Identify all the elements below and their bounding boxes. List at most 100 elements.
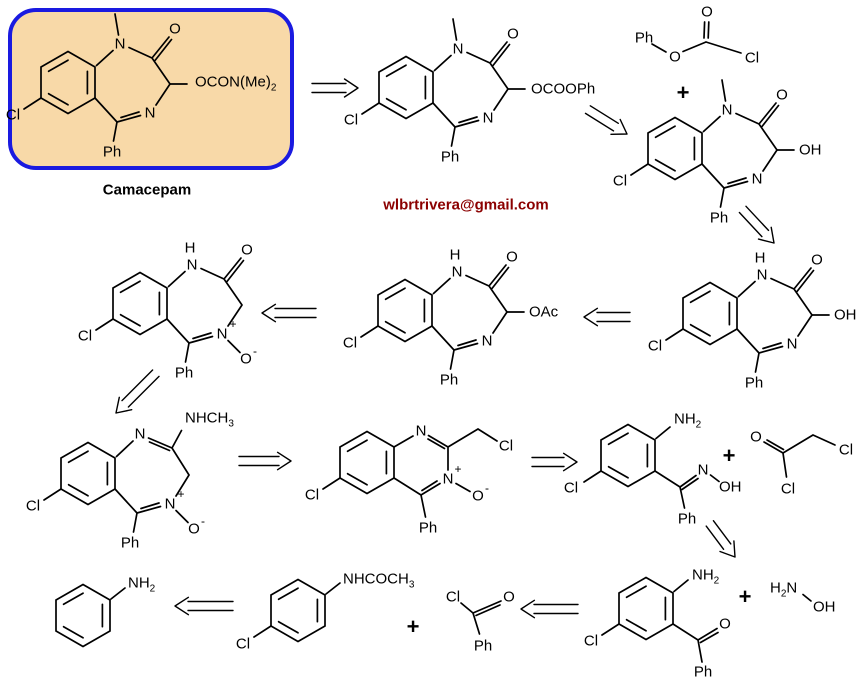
- s2-cl: Cl: [343, 111, 359, 129]
- s9-ph: Ph: [418, 519, 438, 537]
- s6-ph: Ph: [439, 371, 459, 389]
- s7-cl: Cl: [77, 327, 93, 345]
- s7-carbonyl-o: O: [241, 241, 253, 259]
- s5-carbonyl-o: O: [811, 251, 823, 269]
- retro-arrow-10: [520, 599, 579, 619]
- structure-phenyl-chloroformate: [651, 21, 742, 54]
- s2-substituent: OCOOPh: [531, 80, 596, 98]
- retro-arrow-5: [261, 303, 317, 323]
- s2-n1: N: [452, 40, 464, 58]
- structure-aniline: [55, 583, 126, 648]
- s8-cl: Cl: [25, 497, 41, 515]
- plus-1: +: [676, 80, 690, 105]
- camacepam-title: Camacepam: [102, 181, 192, 199]
- structure-chloromethyl-quinazoline-n-oxide: [322, 428, 498, 518]
- s12-nh2: NH2: [128, 574, 156, 595]
- s8-charge-minus: -: [201, 514, 205, 528]
- retro-arrow-7: [238, 451, 292, 471]
- s6-nh: H: [449, 246, 461, 264]
- s7-oxide-o: O: [240, 350, 252, 368]
- plus-2: +: [722, 443, 736, 468]
- s7-ph: Ph: [174, 364, 194, 382]
- s9-cl: Cl: [304, 486, 320, 504]
- s2-ph: Ph: [440, 148, 460, 166]
- s11-carbonyl-o: O: [750, 428, 762, 446]
- s4-n4: N: [751, 170, 763, 188]
- s3-cl: Cl: [744, 49, 760, 67]
- s9-charge-plus: +: [454, 462, 462, 476]
- s8-nhch3: NHCH3: [185, 409, 234, 430]
- s4-cl: Cl: [612, 172, 628, 190]
- s9-n3: N: [442, 470, 454, 488]
- s15-cl: Cl: [583, 632, 599, 650]
- s4-ph: Ph: [709, 209, 729, 227]
- retro-arrow-3: [738, 205, 775, 244]
- plus-3: +: [406, 614, 420, 639]
- structure-aminobenzophenone-oxime: [583, 423, 720, 509]
- structure-chloroacetyl-chloride: [763, 434, 836, 478]
- s10-nh2: NH2: [674, 410, 702, 431]
- s2-n4: N: [482, 109, 494, 127]
- s7-n4: N: [216, 325, 228, 343]
- retro-arrow-6: [115, 369, 160, 414]
- s9-n1: N: [415, 422, 427, 440]
- s3-ester-o: O: [669, 48, 681, 66]
- s8-oxide-o: O: [188, 520, 200, 538]
- s1-carbonyl-o: O: [169, 20, 181, 38]
- s6-carbonyl-o: O: [506, 248, 518, 266]
- s11-cl-right: Cl: [838, 441, 854, 459]
- s9-ch2cl: Cl: [498, 437, 514, 455]
- s1-substituent: OCON(Me)2: [195, 73, 277, 94]
- retro-arrow-1: [311, 78, 359, 98]
- s8-charge-plus: +: [177, 487, 185, 501]
- s5-ph: Ph: [744, 374, 764, 392]
- s7-n1: N: [186, 256, 198, 274]
- s3-ph: Ph: [634, 29, 654, 47]
- s1-ph: Ph: [102, 143, 122, 161]
- s5-cl: Cl: [647, 337, 663, 355]
- s7-charge-minus: -: [253, 344, 257, 358]
- s6-n1: N: [451, 263, 463, 281]
- s10-n: N: [697, 461, 709, 479]
- s15-carbonyl-o: O: [719, 615, 731, 633]
- s14-carbonyl-o: O: [503, 588, 515, 606]
- s10-oh: OH: [719, 478, 742, 496]
- structure-hydroxylamine: [802, 593, 812, 602]
- s14-ph: Ph: [473, 637, 493, 655]
- s13-cl: Cl: [235, 635, 251, 653]
- retro-arrow-11: [174, 596, 234, 616]
- s16-oh: OH: [813, 598, 836, 616]
- s16-h2n: H2N: [770, 579, 798, 600]
- s5-n1: N: [756, 266, 768, 284]
- s1-cl: Cl: [5, 106, 21, 124]
- s5-oh: OH: [834, 306, 857, 324]
- s15-ph: Ph: [693, 663, 713, 681]
- s7-charge-plus: +: [229, 317, 237, 331]
- s6-cl: Cl: [342, 334, 358, 352]
- s8-n4: N: [164, 495, 176, 513]
- s1-n1: N: [114, 35, 126, 53]
- retro-arrow-2: [584, 105, 628, 135]
- s5-nh: H: [754, 249, 766, 267]
- s2-carbonyl-o: O: [507, 25, 519, 43]
- s4-carbonyl-o: O: [776, 86, 788, 104]
- s4-oh: OH: [799, 141, 822, 159]
- structure-aminobenzophenone: [601, 576, 719, 663]
- s14-cl: Cl: [445, 588, 461, 606]
- retro-arrow-4: [583, 307, 631, 327]
- s11-cl-acyl: Cl: [780, 480, 796, 498]
- retro-arrow-9: [705, 520, 736, 558]
- s5-n4: N: [786, 335, 798, 353]
- s1-n4: N: [144, 104, 156, 122]
- s8-n1: N: [134, 425, 146, 443]
- s10-ph: Ph: [677, 510, 697, 528]
- s6-oac: OAc: [529, 303, 559, 321]
- retro-arrow-8: [531, 452, 578, 472]
- s6-n4: N: [481, 332, 493, 350]
- s13-nhcoch3: NHCOCH3: [343, 570, 415, 591]
- s8-ph: Ph: [120, 534, 140, 552]
- structure-chloroacetanilide: [253, 578, 341, 643]
